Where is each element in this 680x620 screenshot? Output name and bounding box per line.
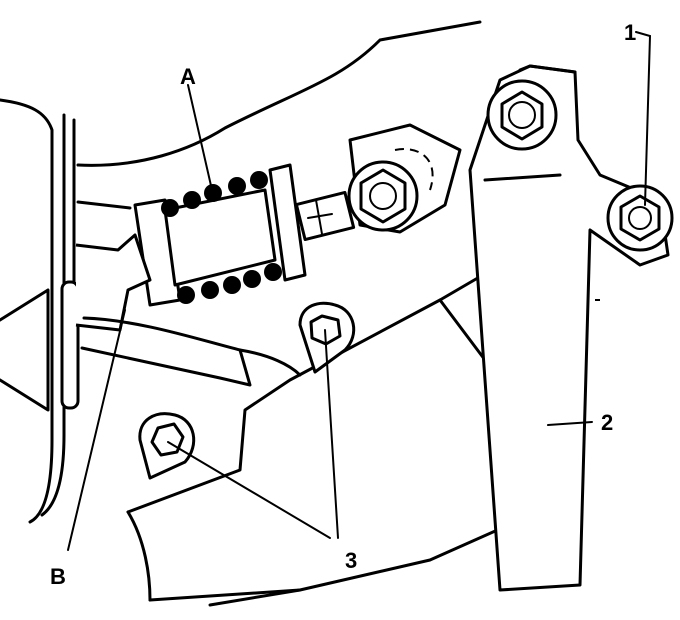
spring-assembly-a bbox=[133, 163, 307, 307]
label-a: A bbox=[180, 64, 196, 89]
bolt-1 bbox=[606, 184, 674, 252]
label-2: 2 bbox=[601, 410, 613, 435]
adjuster-nut bbox=[347, 160, 419, 232]
pivot-arm bbox=[468, 64, 670, 592]
label-3: 3 bbox=[345, 548, 357, 573]
label-1: 1 bbox=[624, 20, 636, 45]
left-panel bbox=[0, 98, 76, 524]
leader-lines bbox=[67, 31, 652, 551]
upper-panel-edge bbox=[76, 20, 482, 210]
mount-bolt-lower bbox=[138, 412, 196, 480]
left-boss bbox=[0, 280, 80, 412]
threaded-rod bbox=[294, 190, 356, 242]
label-b: B bbox=[50, 564, 66, 589]
upper-pivot-bolt bbox=[486, 79, 558, 151]
cable-b bbox=[75, 233, 302, 387]
